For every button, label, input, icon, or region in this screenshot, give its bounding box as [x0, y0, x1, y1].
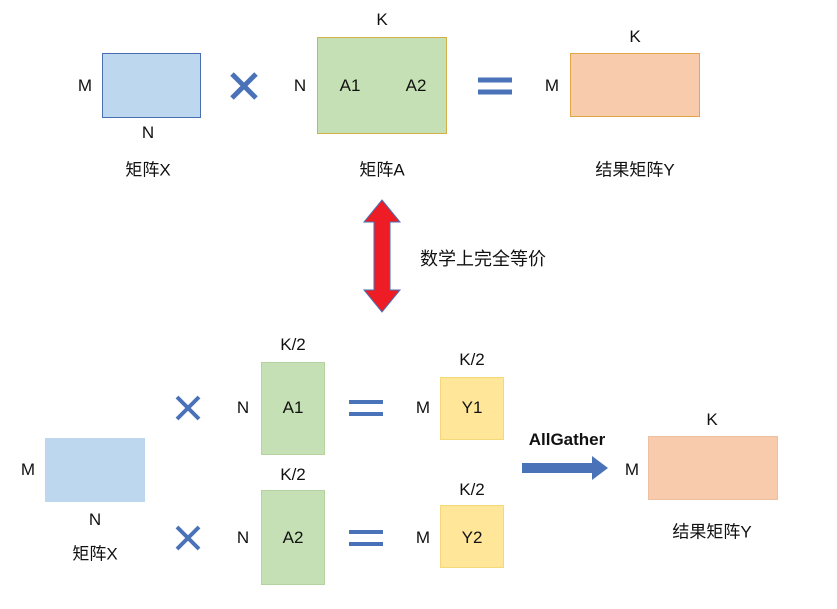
- dim-label: K/2: [280, 335, 306, 354]
- matrix-y2: [440, 505, 504, 568]
- matrix-label: 矩阵A: [359, 160, 405, 180]
- dim-label: M: [544, 76, 560, 95]
- dim-label: N: [141, 123, 155, 142]
- dim-label: M: [77, 76, 93, 95]
- matrix-label: 矩阵X: [125, 160, 171, 180]
- dim-label: K: [629, 27, 641, 46]
- matrix-a2: [261, 490, 325, 585]
- multiply-icon: [175, 395, 201, 421]
- dim-label: M: [624, 460, 640, 479]
- dim-label: K/2: [280, 465, 306, 484]
- block-a1-label: A1: [282, 398, 304, 417]
- dim-label: N: [88, 510, 102, 529]
- multiply-icon: [175, 525, 201, 551]
- allgather-arrow-icon: [522, 456, 608, 480]
- block-y2-label: Y2: [461, 528, 483, 547]
- dim-label: K: [376, 10, 388, 29]
- matrix-a: [317, 37, 447, 134]
- matrix-y: [570, 53, 700, 117]
- block-a2-label: A2: [282, 528, 304, 547]
- allgather-label: AllGather: [528, 430, 606, 449]
- dim-label: N: [293, 76, 307, 95]
- dim-label: K/2: [459, 350, 485, 369]
- block-a2-label: A2: [405, 76, 427, 95]
- matrix-label: 矩阵X: [72, 544, 118, 564]
- equals-icon: [478, 77, 512, 95]
- dim-label: M: [20, 460, 36, 479]
- multiply-icon: [230, 72, 258, 100]
- dim-label: M: [415, 398, 431, 417]
- matrix-a1: [261, 362, 325, 455]
- matrix-x: [102, 53, 201, 118]
- matrix-label: 结果矩阵Y: [672, 522, 752, 542]
- double-arrow-icon: [362, 199, 402, 313]
- dim-label: K/2: [459, 480, 485, 499]
- matrix-y: [648, 436, 778, 500]
- block-y1-label: Y1: [461, 398, 483, 417]
- equals-icon: [349, 530, 383, 546]
- matrix-x: [45, 438, 145, 502]
- dim-label: N: [236, 528, 250, 547]
- dim-label: M: [415, 528, 431, 547]
- block-a1-label: A1: [339, 76, 361, 95]
- equivalence-label: 数学上完全等价: [420, 249, 546, 269]
- matrix-y1: [440, 377, 504, 440]
- dim-label: N: [236, 398, 250, 417]
- matrix-label: 结果矩阵Y: [595, 160, 675, 180]
- dim-label: K: [706, 410, 718, 429]
- equals-icon: [349, 400, 383, 416]
